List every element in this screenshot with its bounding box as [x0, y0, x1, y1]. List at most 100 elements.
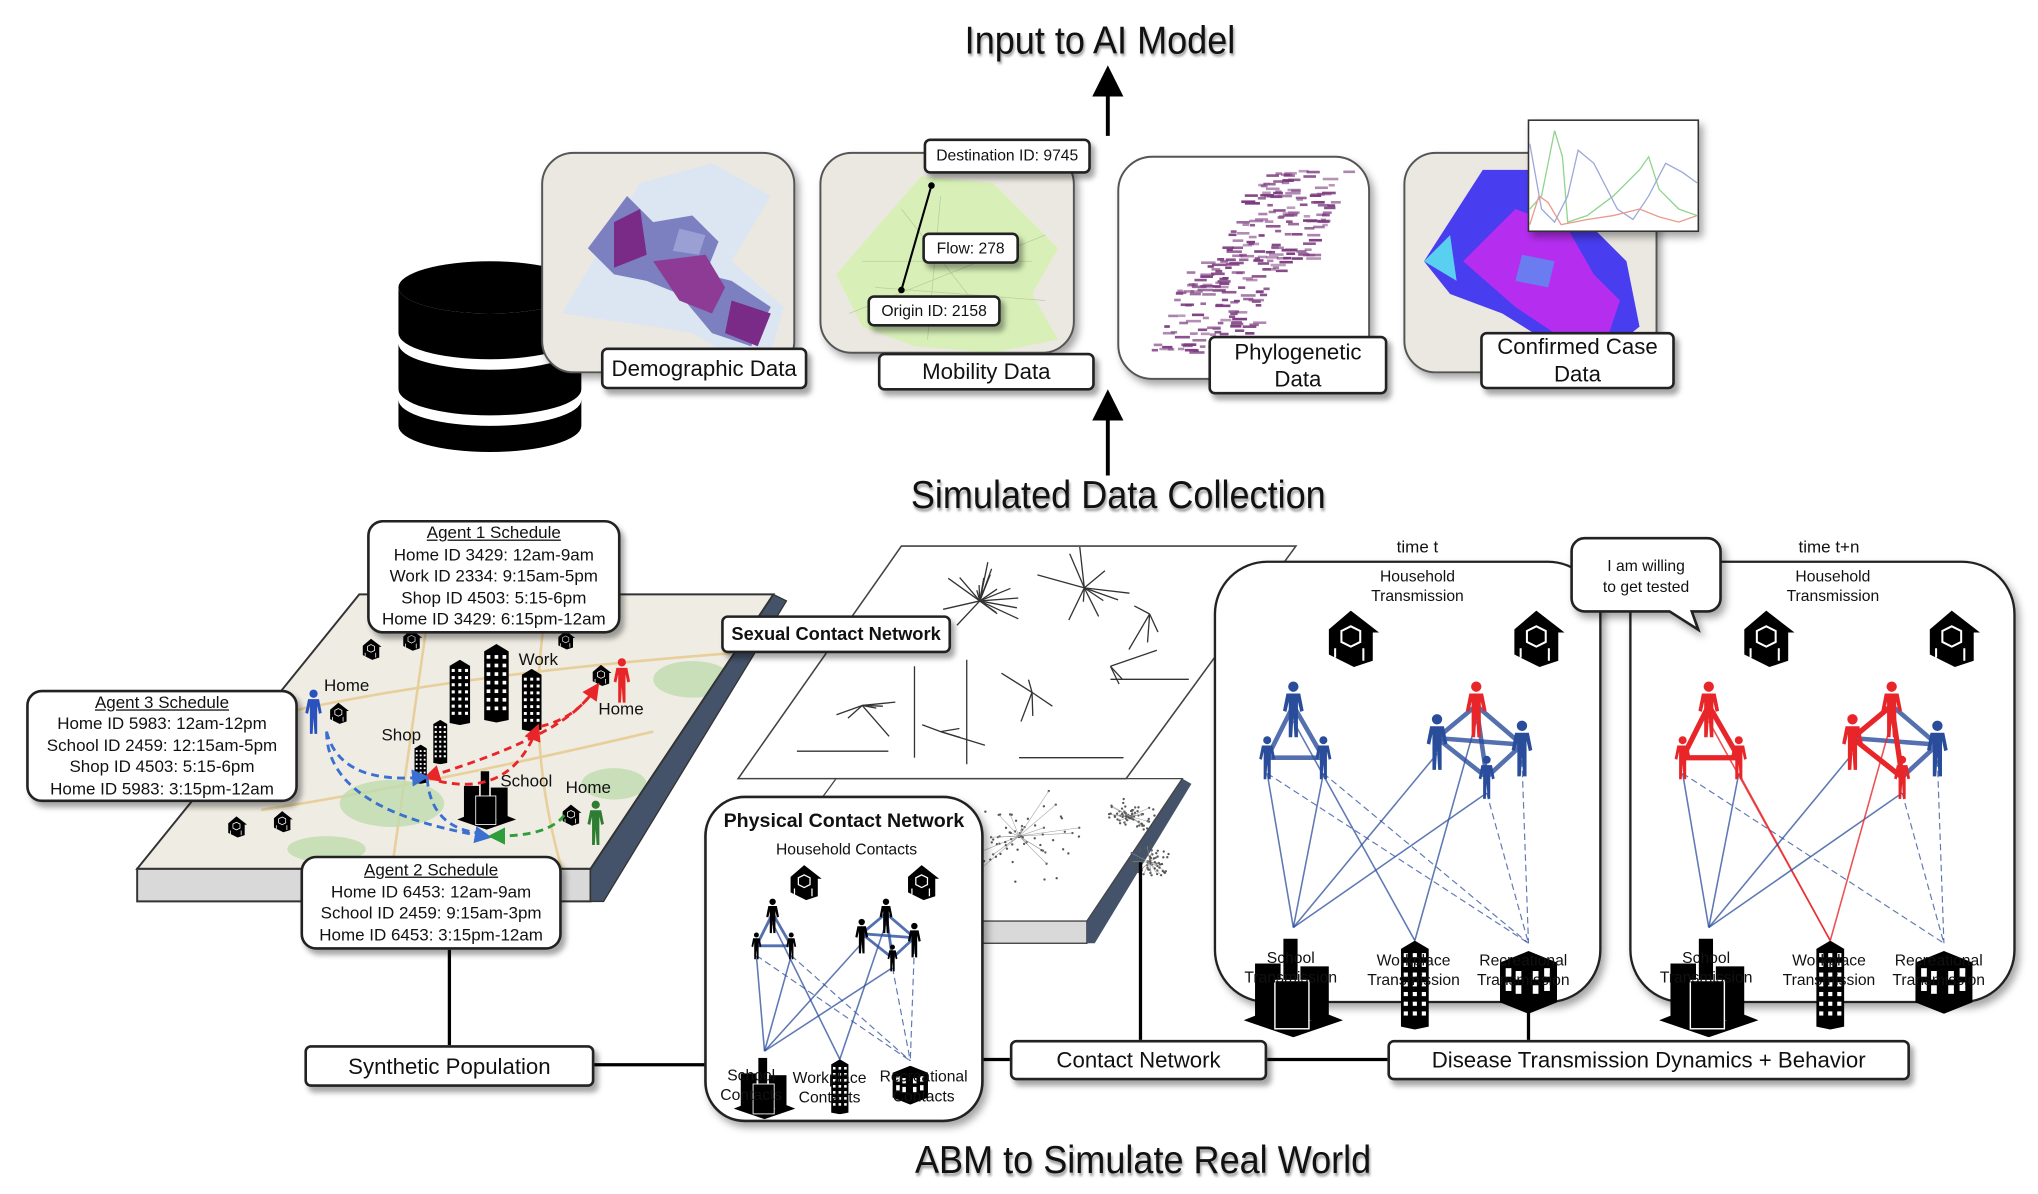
phylogenetic-tree: [1117, 155, 1371, 380]
label-line: Transmission: [1782, 970, 1876, 989]
origin-id-label: Origin ID: 2158: [867, 295, 1001, 327]
title-abm-simulate-real-world: ABM to Simulate Real World: [914, 1139, 1372, 1183]
venue-contact-edge: [764, 967, 893, 1052]
map-label-school: School: [500, 770, 553, 791]
venue-contact-edge: [1681, 773, 1710, 928]
venue-contact-edge: [909, 947, 915, 1061]
schedule-entry: Shop ID 4503: 5:15-6pm: [401, 587, 587, 608]
schedule-entry: Home ID 3429: 6:15pm-12am: [381, 609, 606, 629]
schedule-entry: Home ID 5983: 12am-12pm: [57, 713, 267, 734]
label-line: Confirmed Case: [1497, 334, 1658, 360]
schedule-entry: School ID 2459: 12:15am-5pm: [46, 735, 278, 755]
map-label-home: Home: [598, 698, 644, 719]
label-line: Transmission: [1476, 970, 1570, 989]
schedule-entry: Work ID 2334: 9:15am-5pm: [389, 565, 598, 586]
label-line: Transmission: [1786, 586, 1880, 605]
schedule-title: Agent 2 Schedule: [364, 859, 499, 880]
map-label-home: Home: [565, 777, 611, 797]
schedule-title: Agent 1 Schedule: [426, 522, 561, 543]
venue-contact-edge: [771, 922, 841, 1060]
label-line: Recreational: [1479, 951, 1568, 970]
venue-contact-edge: [1901, 792, 1945, 944]
label-line: Data: [1274, 366, 1322, 392]
schedule-title: Agent 3 Schedule: [94, 692, 230, 712]
venue-contact-edge: [1292, 753, 1438, 929]
label-line: School: [1682, 948, 1731, 967]
label-line: Recreational: [879, 1067, 968, 1086]
label-line: Household: [1379, 566, 1455, 586]
venue-contact-edge: [763, 942, 863, 1052]
label-line: Transmission: [1892, 970, 1986, 989]
work-building-icon: [449, 659, 471, 726]
label-line: Transmission: [1659, 968, 1753, 987]
work-building-icon: [484, 644, 509, 723]
venue-contact-edge: [1708, 792, 1903, 929]
time-t-label: time t: [1396, 536, 1439, 557]
physical-contact-network-panel: [704, 795, 984, 1123]
venue-contact-edge: [755, 955, 766, 1052]
label-line: Contacts: [892, 1086, 955, 1106]
agent-1-schedule: Agent 1 Schedule Home ID 3429: 12am-9am …: [367, 519, 621, 634]
speech-bubble-text: I am willing to get tested: [1603, 555, 1689, 597]
demographic-data-label: Demographic Data: [600, 347, 808, 390]
venue-contact-edge: [1486, 792, 1530, 944]
synthetic-population-label: Synthetic Population: [304, 1045, 595, 1087]
label-line: School: [727, 1066, 776, 1085]
label-line: Data: [1554, 361, 1601, 387]
label-line: Transmission: [1244, 968, 1338, 987]
contact-network-label: Contact Network: [1009, 1039, 1268, 1081]
speech-line: I am willing: [1607, 556, 1685, 575]
speech-bubble: [1570, 536, 1722, 633]
venue-contact-edge: [1738, 773, 1831, 941]
venue-contact-edge: [1708, 773, 1740, 928]
pipeline-connectors: [447, 862, 1531, 1067]
map-label-shop: Shop: [381, 725, 422, 745]
flow-label: Flow: 278: [922, 232, 1019, 264]
venue-contact-edge: [1521, 760, 1530, 944]
sexual-network-sheet: [736, 545, 1298, 780]
label-line: Phylogenetic: [1234, 339, 1362, 364]
venue-contact-edge: [790, 955, 911, 1062]
schedule-entry: Home ID 5983: 3:15pm-12am: [50, 778, 274, 798]
label-line: Workplace: [1792, 951, 1866, 970]
schedule-entry: School ID 2459: 9:15am-3pm: [320, 902, 542, 923]
household-contact-edge: [1850, 736, 1904, 780]
physical-contact-network-title: Physical Contact Network: [723, 809, 965, 833]
label-line: Transmission: [1367, 970, 1460, 989]
venue-contact-edge: [1292, 773, 1325, 928]
title-simulated-data-collection: Simulated Data Collection: [910, 474, 1326, 518]
agent-2-schedule: Agent 2 Schedule Home ID 6453: 12am-9am …: [300, 855, 562, 950]
schedule-entry: Shop ID 4503: 5:15-6pm: [69, 756, 255, 777]
map-label-home: Home: [323, 675, 370, 696]
venue-contact-edge: [891, 967, 911, 1061]
mobility-data-label: Mobility Data: [877, 352, 1095, 391]
database-icon: [398, 261, 582, 453]
household-contact-edge: [1435, 736, 1489, 780]
label-line: Recreational: [1894, 951, 1983, 970]
venue-contact-edge: [1829, 720, 1893, 941]
speech-line: to get tested: [1602, 577, 1690, 596]
work-building-icon: [521, 668, 542, 732]
label-line: Contacts: [720, 1085, 783, 1104]
venue-contact-edge: [839, 922, 887, 1060]
schedule-entry: Home ID 6453: 3:15pm-12am: [319, 924, 543, 944]
label-line: Workplace: [792, 1068, 867, 1087]
venue-contact-edge: [1708, 753, 1854, 929]
agent-routes: [325, 682, 600, 845]
venue-contact-edge: [763, 955, 792, 1052]
venue-contact-edge: [1292, 792, 1488, 929]
venue-contact-edge: [1936, 760, 1945, 944]
time-tn-label: time t+n: [1798, 536, 1860, 557]
shop-building-icon: [433, 719, 448, 765]
phylogenetic-data-label: Phylogenetic Data: [1208, 335, 1388, 395]
